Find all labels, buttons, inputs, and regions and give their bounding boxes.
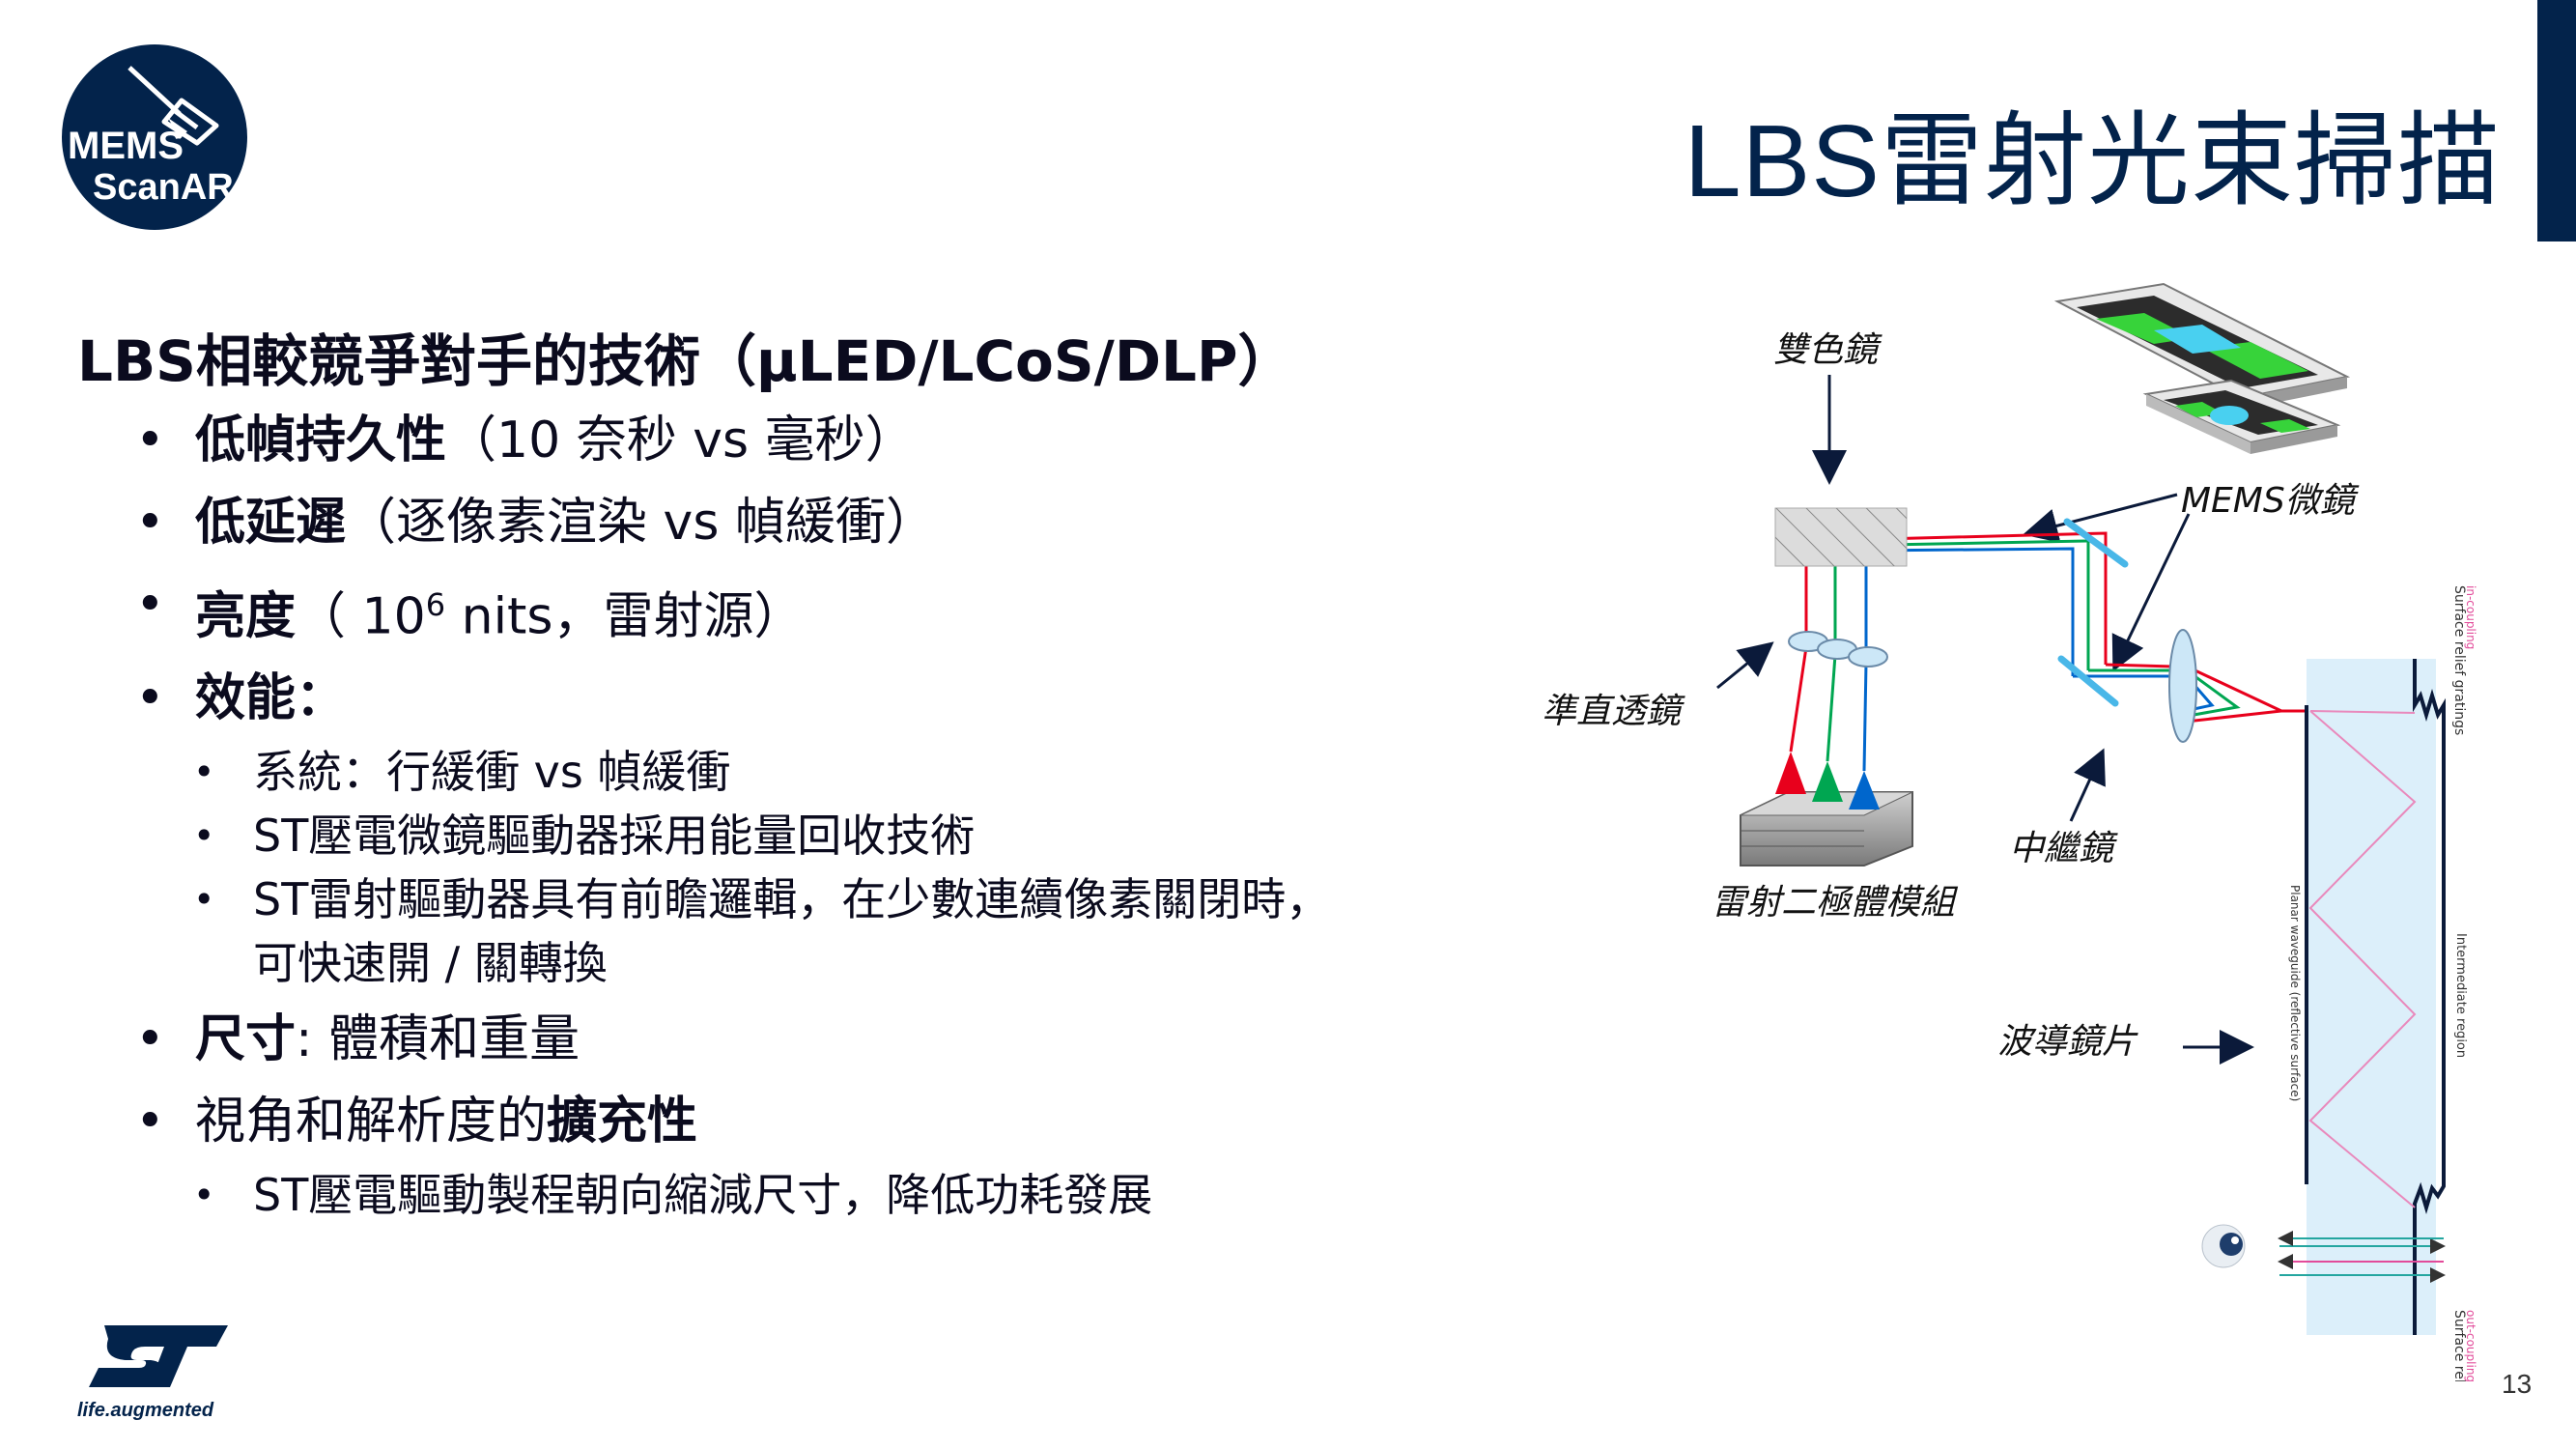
sub-bullet-laser-driver: • ST雷射驅動器具有前瞻邏輯，在少數連續像素關閉時， 可快速開 / 關轉換 <box>77 867 1468 995</box>
bullet-dot-icon: • <box>193 751 215 794</box>
bullet-dot-icon: • <box>135 576 165 634</box>
mems-mirrors <box>2057 518 2129 707</box>
bullet-bold: 低延遲 <box>195 494 347 552</box>
waveguide-text-bottom-grating: Surface relief gratings <box>2451 1310 2467 1381</box>
bullet-bold: 亮度 <box>195 587 297 646</box>
label-dichroic-mirror: 雙色鏡 <box>1773 330 1882 370</box>
label-waveguide-lens: 波導鏡片 <box>1997 1022 2138 1062</box>
superscript: 6 <box>425 586 446 623</box>
bullet-dot-icon: • <box>193 814 215 858</box>
label-mems-mirror: MEMS微鏡 <box>2181 481 2360 521</box>
bullet-item-latency: • 低延遲（逐像素渲染 vs 幀緩衝） <box>77 482 1468 564</box>
st-life-augmented-logo: life.augmented <box>77 1325 228 1421</box>
bullet-text: : 體積和重量 <box>296 1010 580 1069</box>
bullet-text: （10 奈秒 vs 毫秒） <box>446 412 916 469</box>
mems-chip-picture <box>2053 282 2351 454</box>
sub-bullet-text: ST壓電微鏡驅動器採用能量回收技術 <box>253 810 976 863</box>
bullet-item-size: • 尺寸: 體積和重量 <box>77 999 1468 1081</box>
waveguide-text-top-grating: Surface relief gratings <box>2451 585 2467 735</box>
waveguide-text-out-coupling: out-coupling <box>2464 1310 2477 1381</box>
lbs-optical-diagram: 雙色鏡 MEMS微鏡 準直透鏡 中繼鏡 雷射二極體模組 波導鏡片 <box>1542 282 2477 1381</box>
bullet-text: （ 10 <box>296 587 426 646</box>
mems-scanar-logo: MEMS ScanAR <box>62 44 247 230</box>
sub-bullet-text: 系統：行緩衝 vs 幀緩衝 <box>253 746 731 799</box>
bullet-text: （逐像素渲染 vs 幀緩衝） <box>346 494 936 552</box>
arrow-collimator <box>1716 641 1774 690</box>
slide-title: LBS雷射光束掃描 <box>1684 104 2501 218</box>
sub-bullet-process: • ST壓電驅動製程朝向縮減尺寸，降低功耗發展 <box>77 1163 1468 1227</box>
laser-diode-module-picture <box>1740 752 1913 867</box>
bullet-dot-icon: • <box>135 1093 165 1151</box>
logo-text-scanar: ScanAR <box>93 167 234 208</box>
bullet-item-efficiency: • 效能： <box>77 658 1468 740</box>
arrow-mems-2 <box>2111 513 2191 672</box>
sub-bullet-text: 可快速開 / 關轉換 <box>253 937 608 990</box>
relay-lens <box>2168 629 2197 743</box>
waveguide-diagram: Surface relief gratings in-coupling Plan… <box>2278 585 2477 1381</box>
content-body: LBS相較競爭對手的技術（μLED/LCoS/DLP） • 低幀持久性（10 奈… <box>77 323 1468 1227</box>
page-number: 13 <box>2502 1369 2533 1399</box>
bullet-bold: 擴充性 <box>547 1093 698 1151</box>
bullet-item-persistence: • 低幀持久性（10 奈秒 vs 毫秒） <box>77 400 1468 482</box>
logo-tagline: life.augmented <box>77 1400 214 1421</box>
sub-bullet-text: ST壓電驅動製程朝向縮減尺寸，降低功耗發展 <box>253 1169 1153 1222</box>
bullet-bold: 低幀持久性 <box>195 412 447 469</box>
waveguide-text-planar: Planar waveguide (reflective surface) <box>2288 885 2302 1101</box>
bullet-dot-icon: • <box>135 494 165 552</box>
arrow-relay <box>2069 748 2106 822</box>
eye-icon <box>2201 1224 2246 1268</box>
waveguide-text-intermediate: Intermediate region <box>2453 933 2468 1058</box>
bullet-bold: 尺寸 <box>195 1010 297 1069</box>
sub-bullet-energy: • ST壓電微鏡驅動器採用能量回收技術 <box>77 804 1468 867</box>
label-collimator-lens: 準直透鏡 <box>1542 692 1685 731</box>
arrow-mems-1 <box>2023 493 2178 543</box>
bullet-dot-icon: • <box>193 878 215 922</box>
collimator-lenses <box>1788 631 1888 668</box>
label-laser-diode-module: 雷射二極體模組 <box>1712 883 1959 923</box>
sub-bullet-text: ST雷射驅動器具有前瞻邏輯，在少數連續像素關閉時， <box>253 873 1331 926</box>
waveguide-text-in-coupling: in-coupling <box>2464 585 2477 649</box>
bullet-dot-icon: • <box>193 1174 215 1217</box>
bullet-text: 視角和解析度的 <box>195 1093 548 1151</box>
bullet-dot-icon: • <box>135 669 165 728</box>
bullet-dot-icon: • <box>135 1010 165 1069</box>
bullet-text: nits，雷射源） <box>445 587 805 646</box>
bullet-item-scalability: • 視角和解析度的擴充性 <box>77 1081 1468 1163</box>
content-heading: LBS相較競爭對手的技術（μLED/LCoS/DLP） <box>77 328 1294 394</box>
bullet-dot-icon: • <box>135 412 165 469</box>
bullet-bold: 效能： <box>195 669 347 728</box>
title-accent-bar <box>2537 0 2576 242</box>
dichroic-mirror <box>1774 507 1908 567</box>
sub-bullet-system: • 系統：行緩衝 vs 幀緩衝 <box>77 740 1468 804</box>
label-relay-lens: 中繼鏡 <box>2009 829 2118 868</box>
bullet-item-brightness: • 亮度（ 106 nits，雷射源） <box>77 564 1468 658</box>
logo-text-mems: MEMS <box>68 125 184 167</box>
